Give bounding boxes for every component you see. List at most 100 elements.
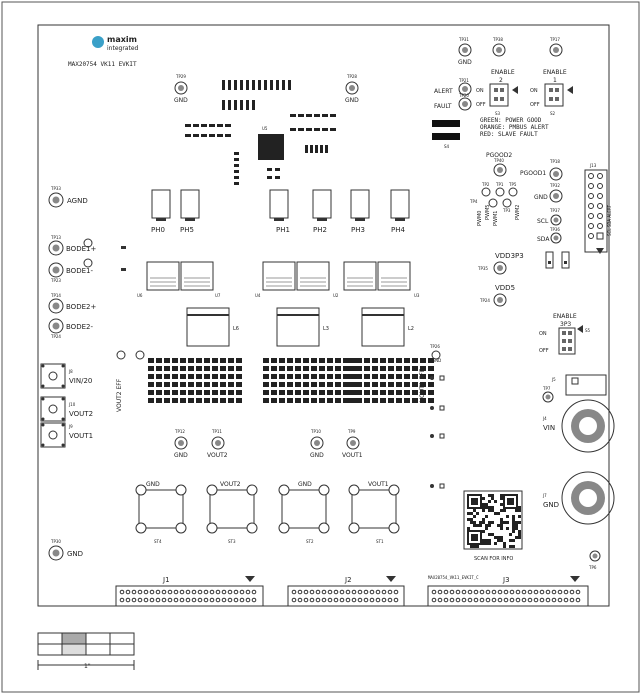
pad bbox=[319, 398, 325, 403]
pin1-marker bbox=[570, 576, 580, 582]
pad bbox=[156, 390, 162, 395]
pad bbox=[188, 382, 194, 387]
tp-sda-36[interactable]: TP36 SDA bbox=[537, 227, 562, 244]
tp-bode1p-13[interactable]: TP13 BODE1+ bbox=[48, 235, 96, 256]
jack-j8[interactable]: J8 VIN/20 bbox=[40, 363, 92, 389]
pad bbox=[380, 366, 386, 371]
tp24b-label: BODE2- bbox=[66, 323, 93, 331]
tp-bode1n-23[interactable]: TP23 BODE1- bbox=[48, 262, 93, 283]
hole bbox=[179, 597, 185, 603]
tp36-ref: TP36 bbox=[549, 227, 560, 232]
tp-6[interactable]: TP6 bbox=[588, 550, 601, 570]
tp17-ref: TP17 bbox=[549, 37, 560, 42]
pad bbox=[364, 390, 370, 395]
tp-pgood1-18[interactable]: TP18 PGOOD1 bbox=[520, 159, 563, 181]
pad bbox=[494, 512, 497, 515]
pad bbox=[494, 500, 497, 503]
tp-vout2-11[interactable]: TP11 VOUT2 bbox=[207, 429, 228, 459]
pad bbox=[356, 390, 362, 395]
tp-gnd-29[interactable]: TP29 GND bbox=[174, 74, 188, 104]
small-tps-left[interactable] bbox=[83, 238, 126, 271]
tp-vdd5-24[interactable]: TP24 VDD5 bbox=[479, 284, 515, 307]
tp9-label: VOUT1 bbox=[342, 452, 363, 459]
tp-gnd-32[interactable]: TP32 GND bbox=[534, 183, 563, 203]
j7-label: GND bbox=[543, 501, 559, 509]
tp-gnd-30[interactable]: TP30 GND bbox=[48, 539, 83, 561]
hole bbox=[348, 522, 360, 534]
hole bbox=[191, 589, 197, 595]
pad bbox=[372, 374, 378, 379]
tp-vout1-9[interactable]: TP9 VOUT1 bbox=[342, 429, 363, 459]
enable-switch-3p3[interactable]: ENABLE 3P3 ON OFF S5 bbox=[539, 313, 591, 355]
tp-agnd-33[interactable]: TP33 AGND bbox=[48, 186, 88, 208]
enable-switch-1[interactable]: ENABLE 1 ON OFF S2 bbox=[530, 69, 573, 116]
tp-pgood2-40[interactable]: TP40 PGOOD2 bbox=[486, 152, 512, 177]
pwm-testpoints[interactable]: TP2 TP1 TP5 TP4 TP3 PWM0 PWM5 PWM1 PWM2 bbox=[469, 182, 521, 226]
tp20-label: FAULT bbox=[434, 103, 452, 110]
pad bbox=[271, 390, 277, 395]
pad bbox=[515, 521, 518, 524]
enable-switch-2[interactable]: ENABLE 2 ON OFF S3 bbox=[476, 69, 518, 116]
hole bbox=[497, 589, 503, 595]
jack-j10[interactable]: J10 VOUT2 bbox=[40, 396, 93, 422]
hole bbox=[467, 589, 473, 595]
legend-orange: ORANGE: PMBUS ALERT bbox=[480, 124, 549, 131]
hole bbox=[461, 589, 467, 595]
pad bbox=[482, 539, 485, 542]
pad bbox=[196, 358, 202, 363]
terminal-j7-gnd[interactable]: J7 GND bbox=[542, 471, 615, 525]
pad bbox=[319, 390, 325, 395]
pad bbox=[303, 398, 309, 403]
pad bbox=[335, 358, 341, 363]
pad bbox=[279, 390, 285, 395]
tp-bode2p-14[interactable]: TP14 BODE2+ bbox=[48, 293, 96, 314]
tp11-ref: TP11 bbox=[211, 429, 222, 434]
hole bbox=[563, 597, 569, 603]
connector-j13[interactable]: J13 SCL SDA ALERT bbox=[584, 163, 612, 254]
tp-gnd-31[interactable]: TP31 GND bbox=[458, 37, 472, 66]
tp-38[interactable]: TP38 bbox=[492, 37, 506, 57]
tp-26-left[interactable] bbox=[116, 350, 145, 360]
qr-caption: SCAN FOR INFO bbox=[474, 556, 513, 562]
jack-j9[interactable]: J9 VOUT1 bbox=[40, 422, 93, 448]
tp-7[interactable]: TP7 bbox=[542, 386, 554, 403]
tp-gnd-28[interactable]: TP28 GND bbox=[345, 74, 359, 104]
pad bbox=[220, 366, 226, 371]
enable2-ref: S3 bbox=[495, 111, 501, 116]
pad bbox=[327, 390, 333, 395]
pad bbox=[287, 390, 293, 395]
pad bbox=[485, 503, 488, 506]
tp-bode2n-24[interactable]: TP24 BODE2- bbox=[48, 318, 93, 339]
tp-gnd-10[interactable]: TP10 GND bbox=[310, 429, 324, 459]
hole bbox=[515, 589, 521, 595]
qr-code[interactable]: SCAN FOR INFO bbox=[463, 490, 523, 562]
phase-ph4: PH4 bbox=[391, 226, 405, 234]
pad bbox=[164, 382, 170, 387]
enable2-on: ON bbox=[476, 88, 484, 94]
hole bbox=[557, 597, 563, 603]
hole bbox=[227, 597, 233, 603]
pad bbox=[327, 358, 333, 363]
pad bbox=[507, 498, 514, 505]
pad bbox=[335, 398, 341, 403]
tp-gnd-26[interactable]: TP26 GND bbox=[429, 344, 441, 363]
power-stage-left: U6 U7 bbox=[137, 261, 221, 298]
terminal-j4-vin[interactable]: J4 VIN bbox=[542, 399, 615, 453]
jumpers-jp[interactable] bbox=[545, 251, 570, 269]
tp-vdd3p3-35[interactable]: TP35 VDD3P3 bbox=[477, 252, 524, 275]
tp-scl-37[interactable]: TP37 SCL bbox=[537, 208, 562, 226]
pad bbox=[476, 524, 479, 527]
pad bbox=[488, 524, 491, 527]
pad bbox=[404, 366, 410, 371]
hole bbox=[388, 484, 400, 496]
pad bbox=[512, 527, 515, 530]
connector-j5[interactable]: J5 bbox=[551, 374, 607, 396]
tp-gnd-12[interactable]: TP12 GND bbox=[174, 429, 188, 459]
tp-17[interactable]: TP17 bbox=[549, 37, 563, 57]
j9-label: VOUT1 bbox=[69, 432, 93, 440]
tp-fault-20[interactable]: TP20 FAULT bbox=[434, 93, 472, 111]
bottom-connectors[interactable] bbox=[115, 576, 589, 607]
pad bbox=[512, 545, 515, 548]
tp-alert-21[interactable]: TP21 ALERT bbox=[434, 78, 472, 96]
pad bbox=[364, 366, 370, 371]
